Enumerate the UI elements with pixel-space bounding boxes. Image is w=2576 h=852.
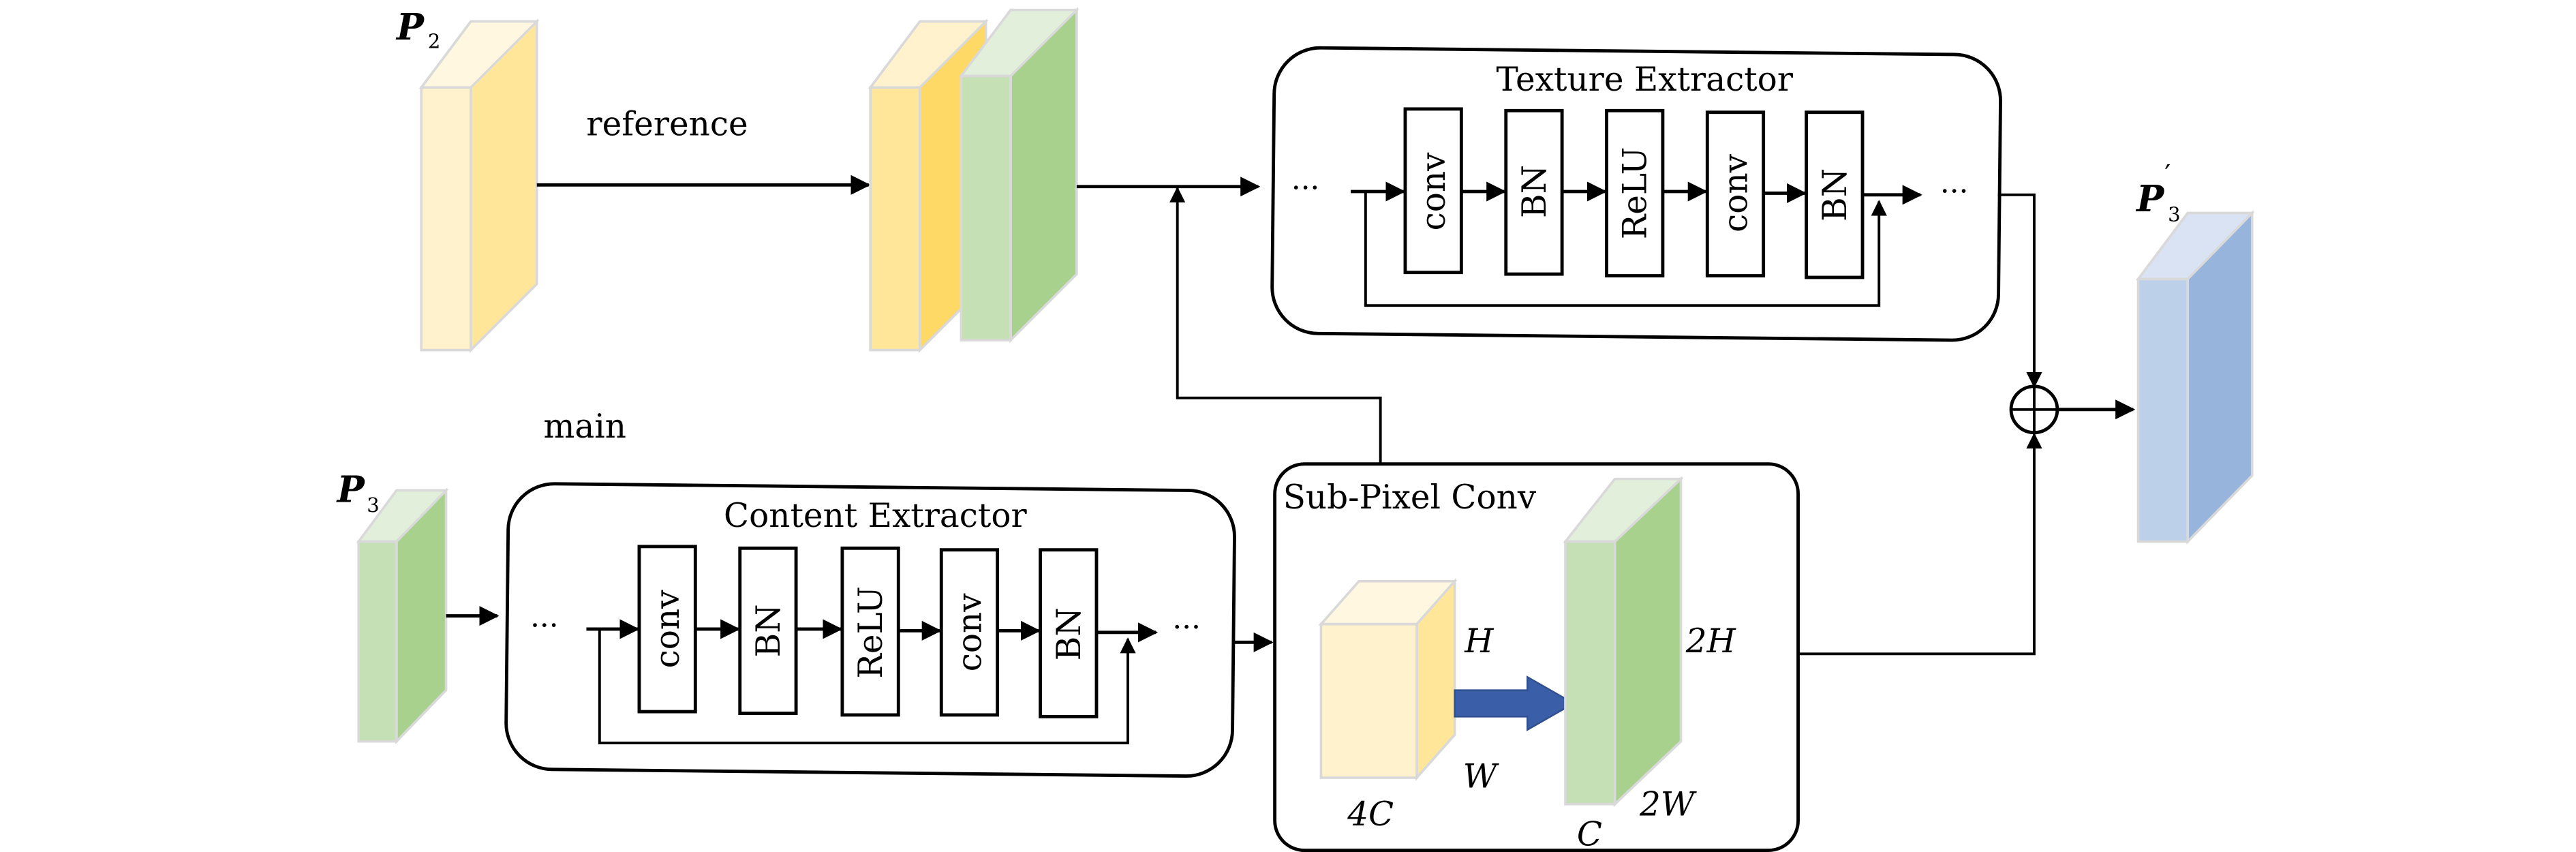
texture-block-label: BN — [1816, 168, 1854, 222]
subpixel-to-sum-arrow — [1798, 432, 2042, 656]
content-dots-left: ··· — [530, 609, 559, 643]
content-block-conv-2 — [939, 548, 1000, 717]
texture-block-label: conv — [1717, 153, 1755, 232]
main-label: main — [543, 408, 626, 446]
texture-block-bn-1 — [1504, 108, 1564, 276]
content-dots-right: ··· — [1172, 611, 1201, 645]
p3-prime-output-map — [2135, 210, 2255, 545]
texture-block-label: BN — [1516, 165, 1554, 218]
upsample-arrow — [1454, 675, 1576, 731]
texture-blocks: conv BN ReLU conv BN — [1364, 107, 1922, 307]
p3-prime-subscript: 3 — [2168, 203, 2180, 226]
content-extractor — [504, 482, 1236, 778]
p3-prime-label: P — [2135, 177, 2165, 220]
concat-green-map — [958, 7, 1079, 344]
subpixel-conv — [1273, 462, 1800, 852]
texture-extractor — [1270, 46, 2002, 342]
input-w-label: W — [1463, 758, 1500, 796]
content-block-label: BN — [750, 604, 788, 657]
subpixel-input-tensor — [1318, 577, 1458, 781]
subpixel-to-texture-arrow — [1169, 186, 1382, 464]
output-w-label: 2W — [1639, 786, 1698, 824]
texture-skip-connection — [1364, 192, 1887, 307]
output-h-label: 2H — [1685, 622, 1737, 660]
p3-input-map — [356, 487, 449, 745]
p3-subscript: 3 — [367, 493, 379, 517]
content-block-label: ReLU — [852, 586, 890, 678]
sum-node — [2009, 384, 2059, 435]
content-block-label: BN — [1050, 607, 1088, 660]
texture-extractor-title: Texture Extractor — [1497, 61, 1794, 99]
texture-dots-left: ··· — [1291, 172, 1320, 206]
p2-label: P — [395, 5, 425, 48]
texture-block-conv-1 — [1403, 107, 1463, 275]
reference-label: reference — [586, 106, 748, 144]
texture-dots-right: ··· — [1940, 175, 1969, 209]
p2-feature-map — [418, 18, 540, 353]
texture-to-sum-arrow — [1997, 193, 2042, 389]
subpixel-title: Sub-Pixel Conv — [1283, 478, 1537, 517]
subpixel-output-tensor — [1563, 476, 1684, 807]
texture-block-relu — [1605, 108, 1665, 277]
input-c-label: 4C — [1347, 795, 1394, 834]
content-extractor-title: Content Extractor — [724, 497, 1028, 535]
p3-prime-mark: ′ — [2164, 159, 2171, 190]
texture-block-label: ReLU — [1616, 147, 1655, 239]
content-skip-connection — [598, 628, 1136, 745]
p2-subscript: 2 — [428, 29, 440, 52]
output-c-label: C — [1577, 815, 1602, 852]
texture-block-label: conv — [1415, 152, 1453, 230]
content-block-bn-2 — [1039, 548, 1099, 718]
content-blocks: conv BN ReLU conv BN — [598, 545, 1159, 745]
content-block-relu — [840, 546, 900, 717]
input-h-label: H — [1464, 622, 1494, 660]
p3-label: P — [336, 468, 366, 511]
content-block-label: conv — [649, 590, 687, 668]
content-block-label: conv — [951, 593, 989, 671]
